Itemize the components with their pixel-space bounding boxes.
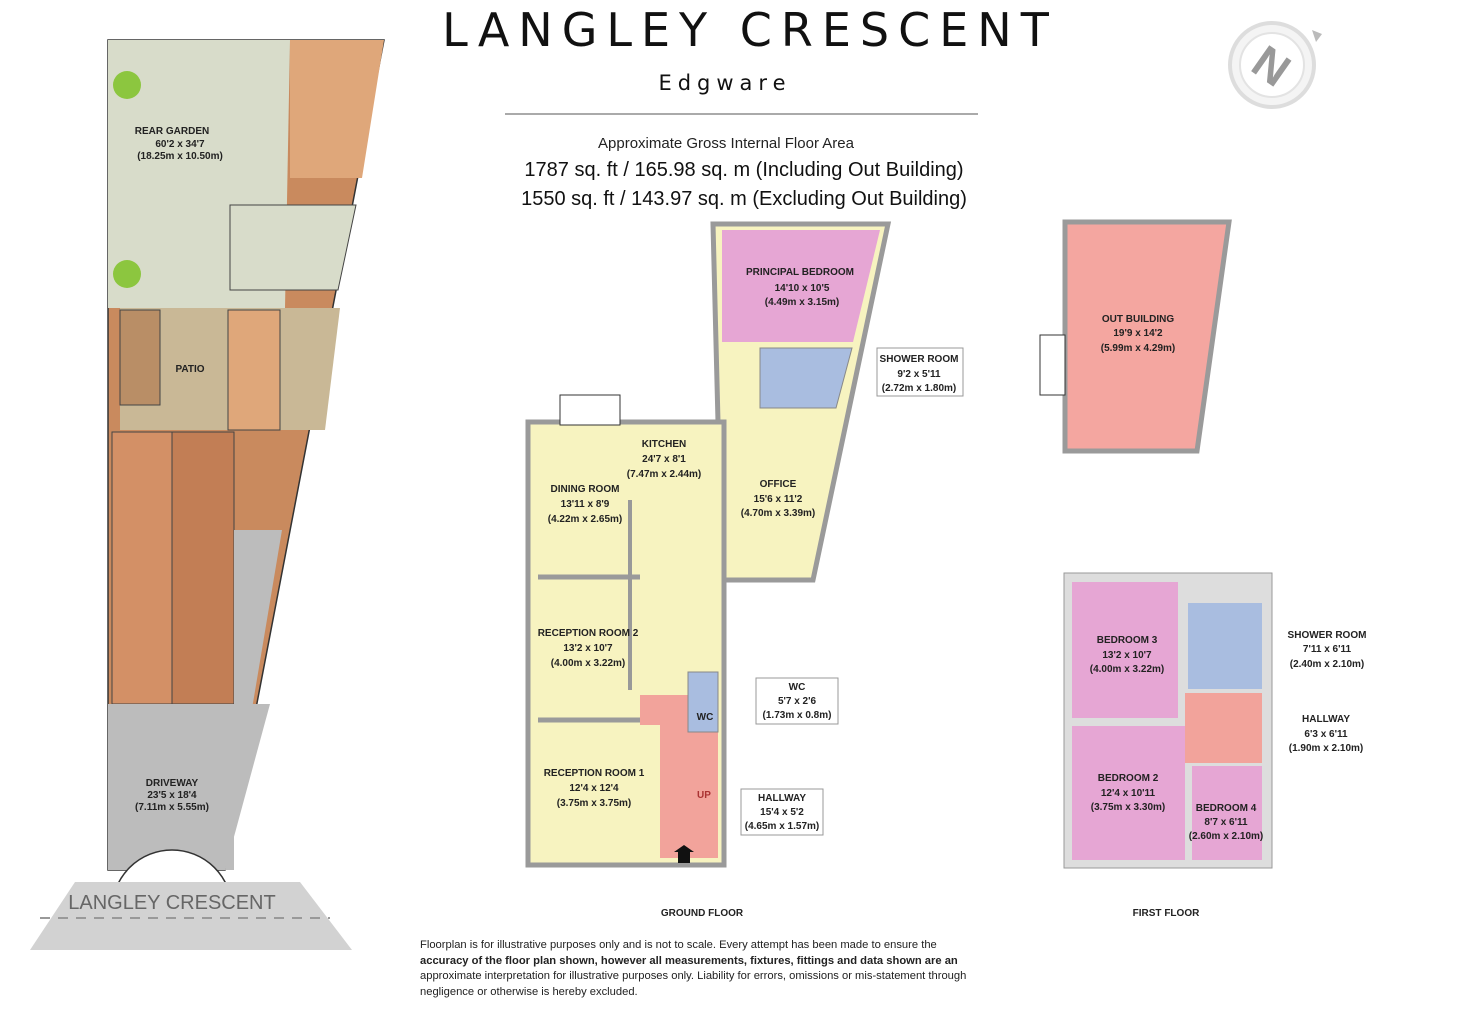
out-building-plan: OUT BUILDING 19'9 x 14'2 (5.99m x 4.29m)	[1039, 219, 1232, 454]
property-location: Edgware	[658, 71, 791, 95]
out_building-imperial: 19'9 x 14'2	[1113, 328, 1163, 339]
first_floor-bedroom_2-imperial: 12'4 x 10'11	[1101, 788, 1156, 799]
disclaimer-text: Floorplan is for illustrative purposes o…	[420, 939, 937, 951]
first_floor-bedroom_3-metric: (4.00m x 3.22m)	[1090, 664, 1165, 675]
site-rear_garden-metric: (18.25m x 10.50m)	[137, 151, 223, 162]
ground_floor-reception_room_1-metric: (3.75m x 3.75m)	[557, 798, 632, 809]
site-rear_garden-name: REAR GARDEN	[135, 126, 209, 137]
first-hallway	[1185, 693, 1262, 763]
ground_floor-hallway-metric: (4.65m x 1.57m)	[745, 821, 820, 832]
first-floor-plan: BEDROOM 3 13'2 x 10'7 (4.00m x 3.22m) BE…	[1063, 572, 1367, 919]
ground_floor-wc-inner: WC	[697, 712, 714, 723]
ground-hallway	[640, 695, 718, 858]
ground_floor-kitchen-name: KITCHEN	[642, 439, 686, 450]
ground_floor-office-imperial: 15'6 x 11'2	[754, 494, 803, 505]
property-title: LANGLEY CRESCENT	[442, 3, 1058, 57]
disclaimer: Floorplan is for illustrative purposes o…	[420, 938, 985, 1000]
first-shower-room	[1188, 603, 1262, 689]
site-driveway-metric: (7.11m x 5.55m)	[135, 802, 209, 813]
area-label: Approximate Gross Internal Floor Area	[598, 135, 855, 152]
first_floor-bedroom_2-metric: (3.75m x 3.30m)	[1091, 802, 1166, 813]
first_floor-bedroom_3-name: BEDROOM 3	[1097, 635, 1158, 646]
site-plan: REAR GARDEN 60'2 x 34'7 (18.25m x 10.50m…	[30, 39, 385, 950]
area-including: 1787 sq. ft / 165.98 sq. m (Including Ou…	[524, 159, 963, 181]
ground_floor-principal_bedroom-name: PRINCIPAL BEDROOM	[746, 267, 854, 278]
ground_floor-shower_room-name: SHOWER ROOM	[880, 354, 959, 365]
first_floor-hallway-metric: (1.90m x 2.10m)	[1289, 743, 1364, 754]
first_floor-shower_room-name: SHOWER ROOM	[1288, 630, 1367, 641]
ground_floor-office-metric: (4.70m x 3.39m)	[741, 508, 816, 519]
tree-icon	[113, 260, 141, 288]
first_floor-shower_room-imperial: 7'11 x 6'11	[1303, 644, 1352, 655]
first_floor-bedroom_4-imperial: 8'7 x 6'11	[1204, 817, 1248, 828]
first_floor-bedroom_4-metric: (2.60m x 2.10m)	[1189, 831, 1264, 842]
first-floor-label: FIRST FLOOR	[1133, 908, 1200, 919]
ground_floor-dining_room-metric: (4.22m x 2.65m)	[548, 514, 623, 525]
first_floor-bedroom_2-name: BEDROOM 2	[1098, 773, 1159, 784]
bedroom-4	[1192, 766, 1262, 860]
site-driveway-name: DRIVEWAY	[146, 778, 199, 789]
ground_floor-kitchen-imperial: 24'7 x 8'1	[642, 454, 686, 465]
area-excluding: 1550 sq. ft / 143.97 sq. m (Excluding Ou…	[521, 188, 967, 210]
ground_floor-office-name: OFFICE	[760, 479, 797, 490]
disclaimer-bold: accuracy of the floor plan shown, howeve…	[420, 954, 958, 967]
north-compass-icon: N	[1228, 21, 1322, 109]
ground_floor-wc-imperial: 5'7 x 2'6	[778, 696, 817, 707]
decking-area	[290, 40, 384, 178]
ground-wc	[687, 671, 719, 733]
ground_floor-shower_room-metric: (2.72m x 1.80m)	[882, 383, 957, 394]
ground_floor-reception_room_2-name: RECEPTION ROOM 2	[538, 628, 639, 639]
first_floor-hallway-imperial: 6'3 x 6'11	[1304, 729, 1348, 740]
ground_floor-stairs: UP	[697, 790, 711, 801]
ground_floor-wc-name: WC	[789, 682, 806, 693]
road-area	[30, 882, 352, 950]
ground_floor-hallway-name: HALLWAY	[758, 793, 806, 804]
ground_floor-reception_room_2-imperial: 13'2 x 10'7	[563, 643, 613, 654]
shower-room	[759, 347, 853, 409]
first_floor-shower_room-metric: (2.40m x 2.10m)	[1290, 659, 1365, 670]
out_building-metric: (5.99m x 4.29m)	[1101, 343, 1176, 354]
ground_floor-reception_room_1-name: RECEPTION ROOM 1	[544, 768, 645, 779]
ground-floor-label: GROUND FLOOR	[661, 908, 744, 919]
ground_floor-hallway-imperial: 15'4 x 5'2	[760, 807, 804, 818]
tree-icon	[113, 71, 141, 99]
ground_floor-wc-metric: (1.73m x 0.8m)	[763, 710, 832, 721]
ground-floor-plan: PRINCIPAL BEDROOM 14'10 x 10'5 (4.49m x …	[525, 221, 964, 919]
ground_floor-principal_bedroom-metric: (4.49m x 3.15m)	[765, 297, 840, 308]
ground_floor-principal_bedroom-imperial: 14'10 x 10'5	[775, 283, 830, 294]
ground_floor-kitchen-metric: (7.47m x 2.44m)	[627, 469, 702, 480]
ground_floor-shower_room-imperial: 9'2 x 5'11	[897, 369, 941, 380]
driveway-area	[108, 704, 270, 870]
first_floor-hallway-name: HALLWAY	[1302, 714, 1350, 725]
site-driveway-imperial: 23'5 x 18'4	[147, 790, 197, 801]
principal-bedroom	[722, 230, 880, 342]
first_floor-bedroom_4-name: BEDROOM 4	[1196, 803, 1257, 814]
ground_floor-reception_room_1-imperial: 12'4 x 12'4	[569, 783, 619, 794]
out_building-name: OUT BUILDING	[1102, 314, 1174, 325]
ground_floor-dining_room-name: DINING ROOM	[551, 484, 620, 495]
road-label: LANGLEY CRESCENT	[68, 892, 275, 914]
site-patio-name: PATIO	[175, 364, 204, 375]
ground_floor-reception_room_2-metric: (4.00m x 3.22m)	[551, 658, 626, 669]
entrance-arrow-icon	[674, 845, 694, 863]
bedroom-2	[1072, 726, 1185, 860]
ground_floor-dining_room-imperial: 13'11 x 8'9	[561, 499, 610, 510]
site-rear_garden-imperial: 60'2 x 34'7	[155, 139, 205, 150]
first_floor-bedroom_3-imperial: 13'2 x 10'7	[1102, 650, 1152, 661]
disclaimer-text: approximate interpretation for illustrat…	[420, 970, 967, 998]
bedroom-3	[1072, 582, 1178, 718]
